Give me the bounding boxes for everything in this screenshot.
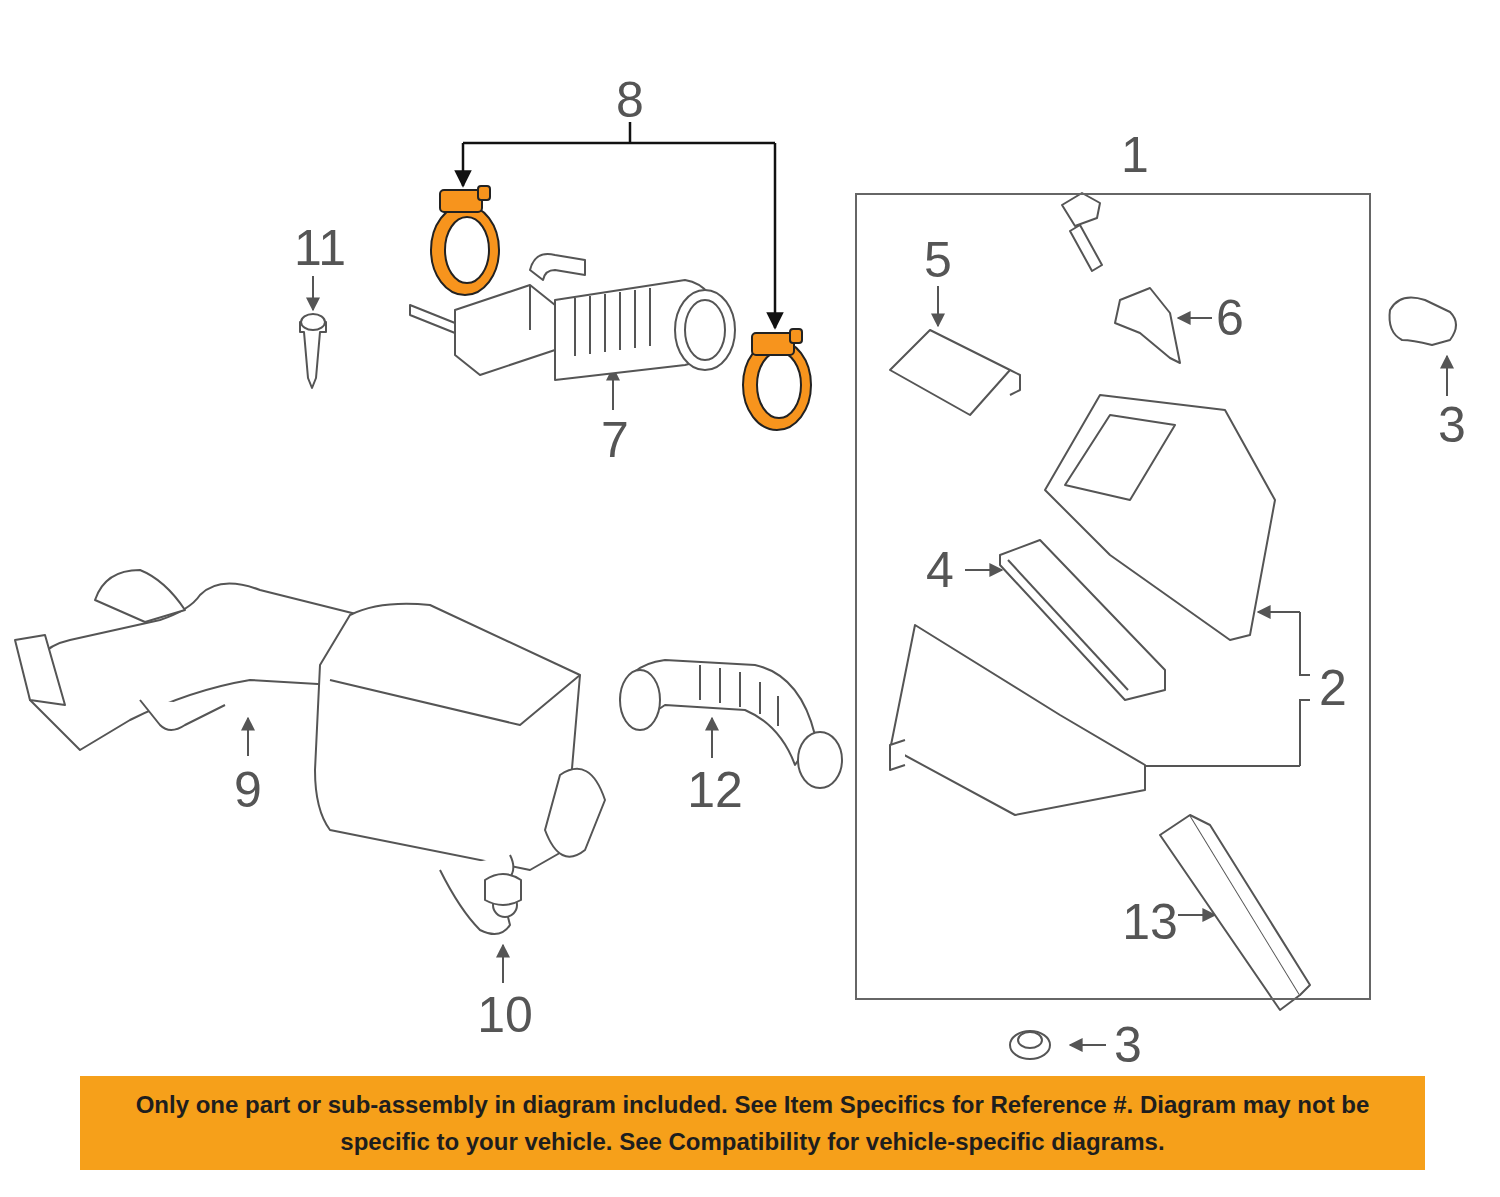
callout-number: 7 (601, 415, 629, 465)
callout-number: 10 (477, 990, 533, 1040)
group-outline (855, 193, 1371, 1000)
part-drawings (15, 186, 1456, 1059)
notice-text: Only one part or sub-assembly in diagram… (96, 1086, 1409, 1160)
callout-number: 13 (1122, 897, 1178, 947)
callout-number: 4 (926, 545, 954, 595)
callout-number: 2 (1319, 663, 1347, 713)
callout-number: 3 (1114, 1020, 1142, 1070)
callout-number: 5 (924, 235, 952, 285)
leader-lines (248, 276, 1447, 1045)
callout-number: 8 (616, 75, 644, 125)
callout-number: 9 (234, 765, 262, 815)
callout-number: 11 (294, 223, 346, 273)
callout-number: 6 (1216, 293, 1244, 343)
callout-number: 1 (1121, 130, 1149, 180)
callout-number: 12 (687, 765, 743, 815)
notice-banner: Only one part or sub-assembly in diagram… (80, 1076, 1425, 1170)
callout-number: 3 (1438, 400, 1466, 450)
